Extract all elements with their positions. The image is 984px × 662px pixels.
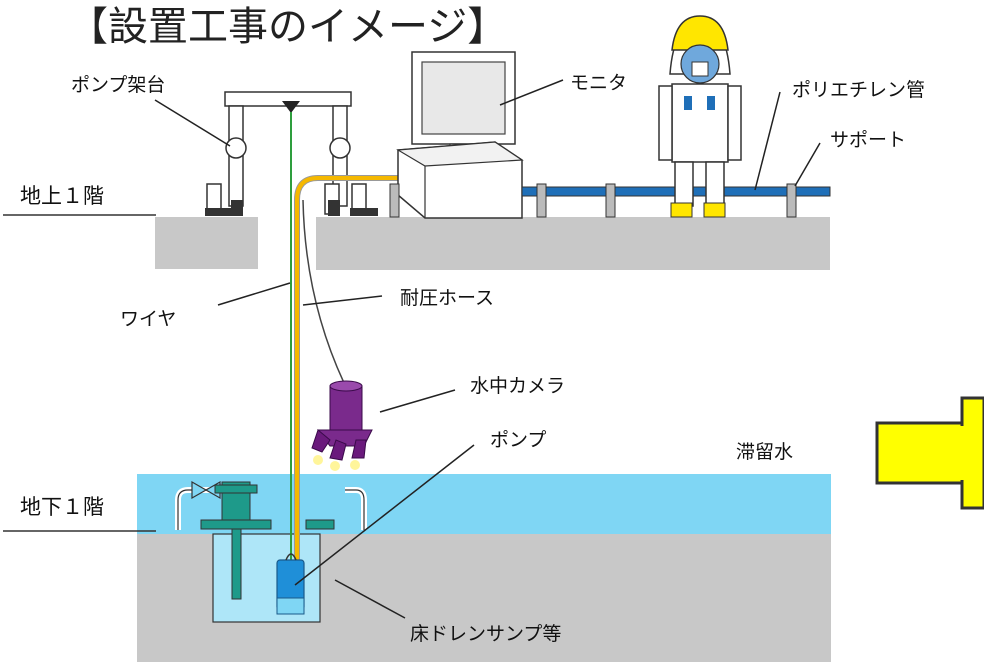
pump-frame-label: ポンプ架台 xyxy=(71,74,165,96)
underwater-camera xyxy=(311,380,373,471)
pump-label: ポンプ xyxy=(490,429,546,451)
next-arrow-head xyxy=(960,396,984,510)
support-label: サポート xyxy=(830,129,906,151)
floor-slab-left xyxy=(155,217,258,269)
pressure-hose xyxy=(295,176,415,560)
pump-frame xyxy=(205,91,378,216)
leader-lines xyxy=(154,79,821,619)
monitor xyxy=(396,51,524,219)
floor-1f-label: 地上１階 xyxy=(20,184,104,208)
next-arrow-fill xyxy=(880,426,964,480)
monitor-label: モニタ xyxy=(570,72,627,94)
polyethylene-pipe-label: ポリエチレン管 xyxy=(792,79,925,101)
wire-label: ワイヤ xyxy=(120,308,176,330)
sump-label: 床ドレンサンプ等 xyxy=(410,623,561,645)
floor-b1-label: 地下１階 xyxy=(20,495,104,519)
underwater-camera-label: 水中カメラ xyxy=(470,375,565,397)
stagnant-water-label: 滞留水 xyxy=(736,441,793,463)
pressure-hose-label: 耐圧ホース xyxy=(400,287,494,309)
floor-slab-right xyxy=(316,217,830,270)
camera-cable xyxy=(302,199,346,386)
pipe-supports xyxy=(389,183,797,218)
diagram-title: 【設置工事のイメージ】 xyxy=(68,4,507,50)
worker-figure xyxy=(658,15,742,218)
pump xyxy=(276,553,305,615)
valve-piping xyxy=(175,480,367,600)
